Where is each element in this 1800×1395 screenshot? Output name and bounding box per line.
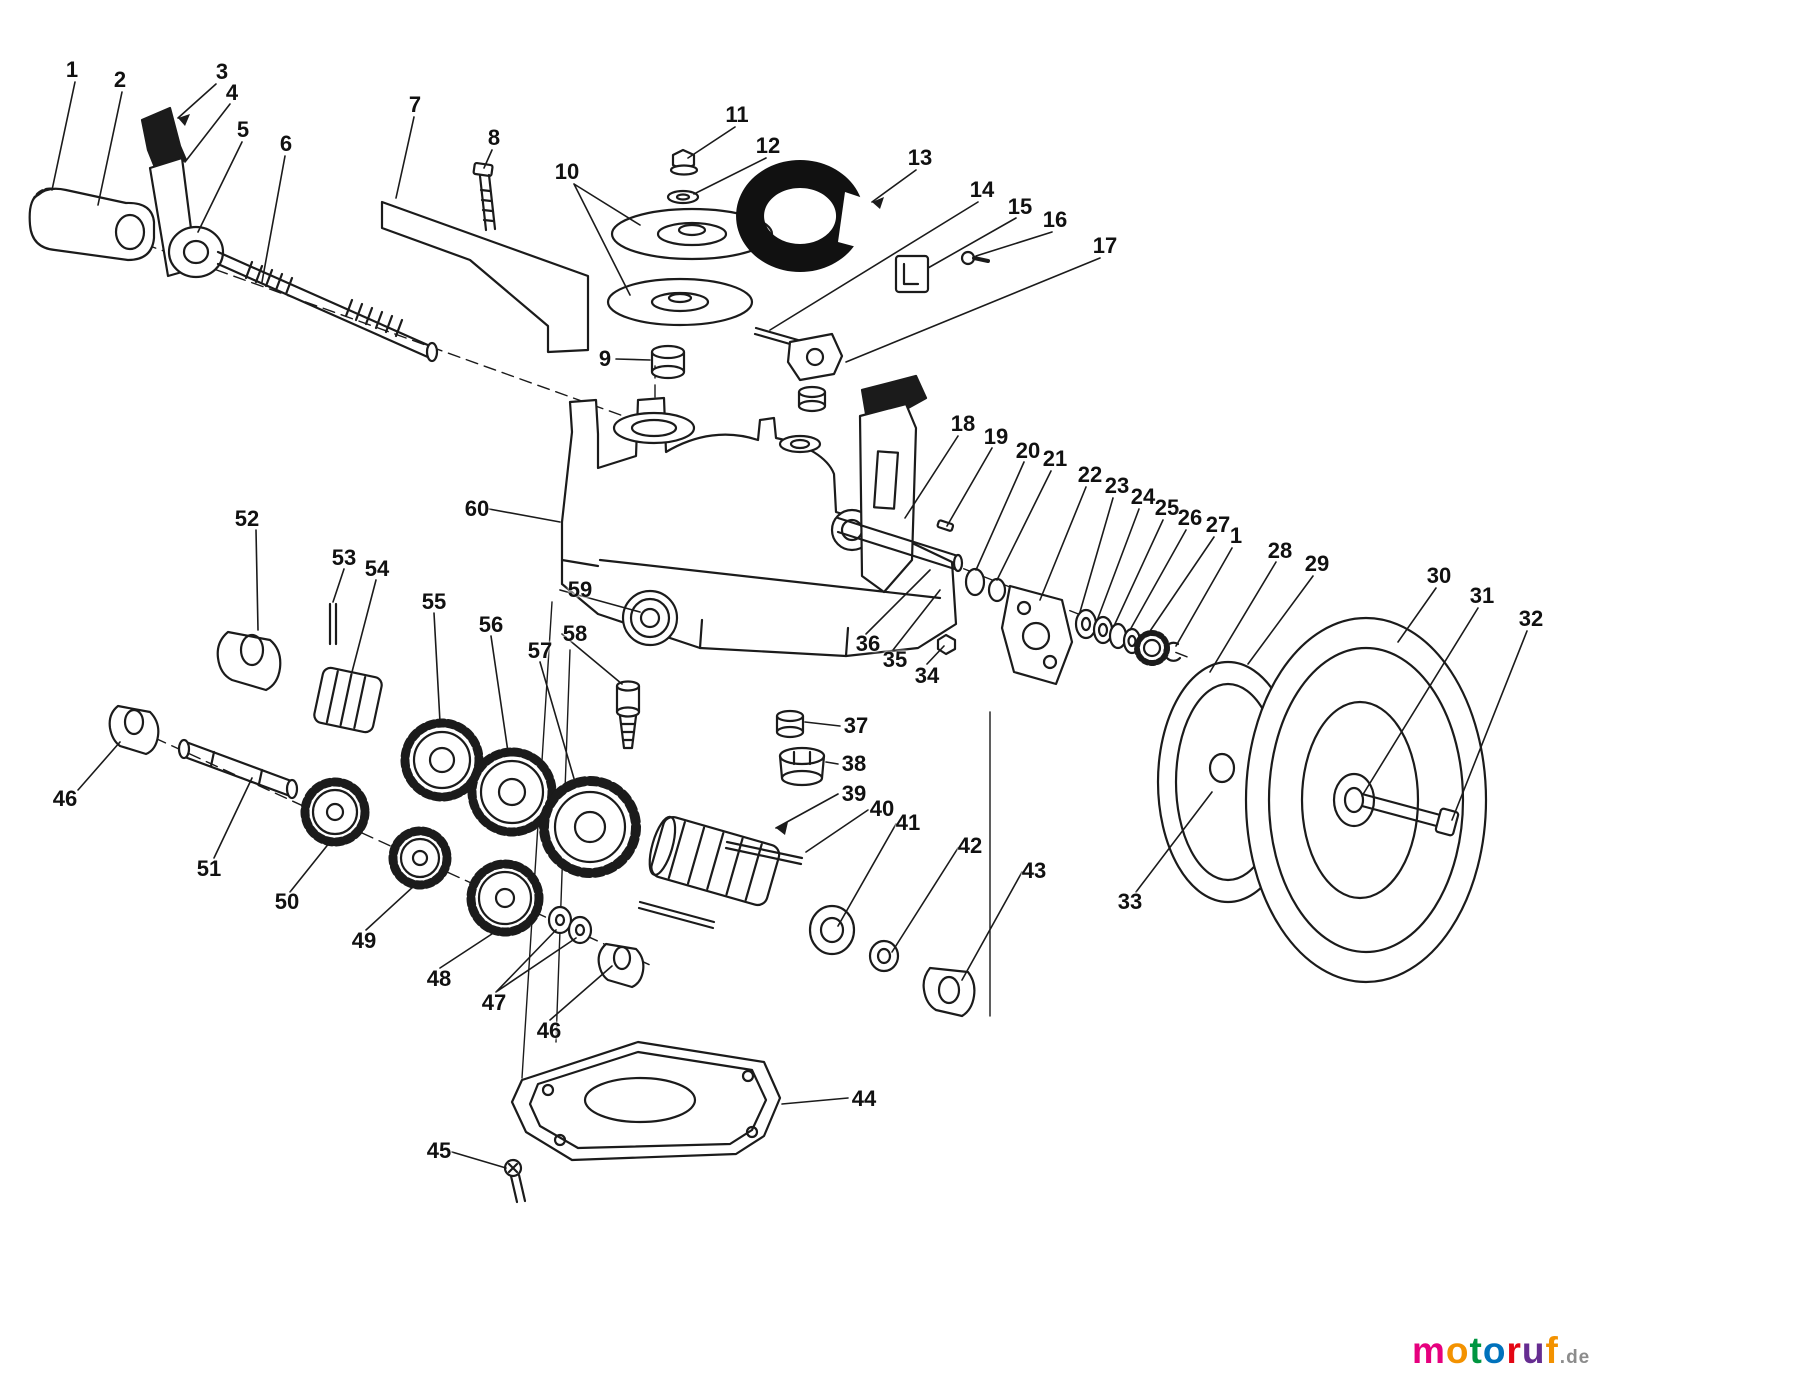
pivot-bracket	[786, 332, 844, 413]
watermark-letter: f	[1545, 1330, 1559, 1371]
mount-bracket	[380, 200, 590, 354]
gear-case-housing	[560, 396, 958, 658]
watermark-letter: o	[1445, 1330, 1470, 1371]
belt-segment	[736, 160, 905, 272]
bolt-8	[472, 161, 497, 232]
watermark-letter: o	[1482, 1330, 1507, 1371]
watermark-letter: r	[1506, 1330, 1522, 1371]
watermark-letter: u	[1521, 1330, 1546, 1371]
gear-train	[108, 602, 645, 989]
output-washers	[808, 904, 976, 1018]
control-arm-assembly	[28, 106, 439, 363]
watermark-logo: motoruf.de	[1412, 1330, 1590, 1372]
nut-washer	[666, 148, 700, 205]
drive-shaft	[836, 516, 964, 573]
ball-bearing	[621, 589, 679, 647]
watermark-letters: motoruf	[1412, 1330, 1559, 1371]
shift-bracket	[858, 374, 928, 594]
spacer-9	[650, 344, 686, 380]
washer-stack	[936, 567, 1182, 686]
stud-58	[615, 680, 641, 750]
wheel-assembly	[1156, 616, 1488, 984]
case-cover	[503, 1040, 782, 1204]
clutch-drum	[637, 815, 804, 930]
watermark-suffix: .de	[1559, 1347, 1591, 1368]
watermark-letter: t	[1469, 1330, 1483, 1371]
watermark-letter: m	[1412, 1330, 1446, 1371]
leader-lines	[51, 81, 1528, 1169]
clip-bracket	[894, 250, 990, 294]
bushing-cup	[775, 709, 826, 787]
